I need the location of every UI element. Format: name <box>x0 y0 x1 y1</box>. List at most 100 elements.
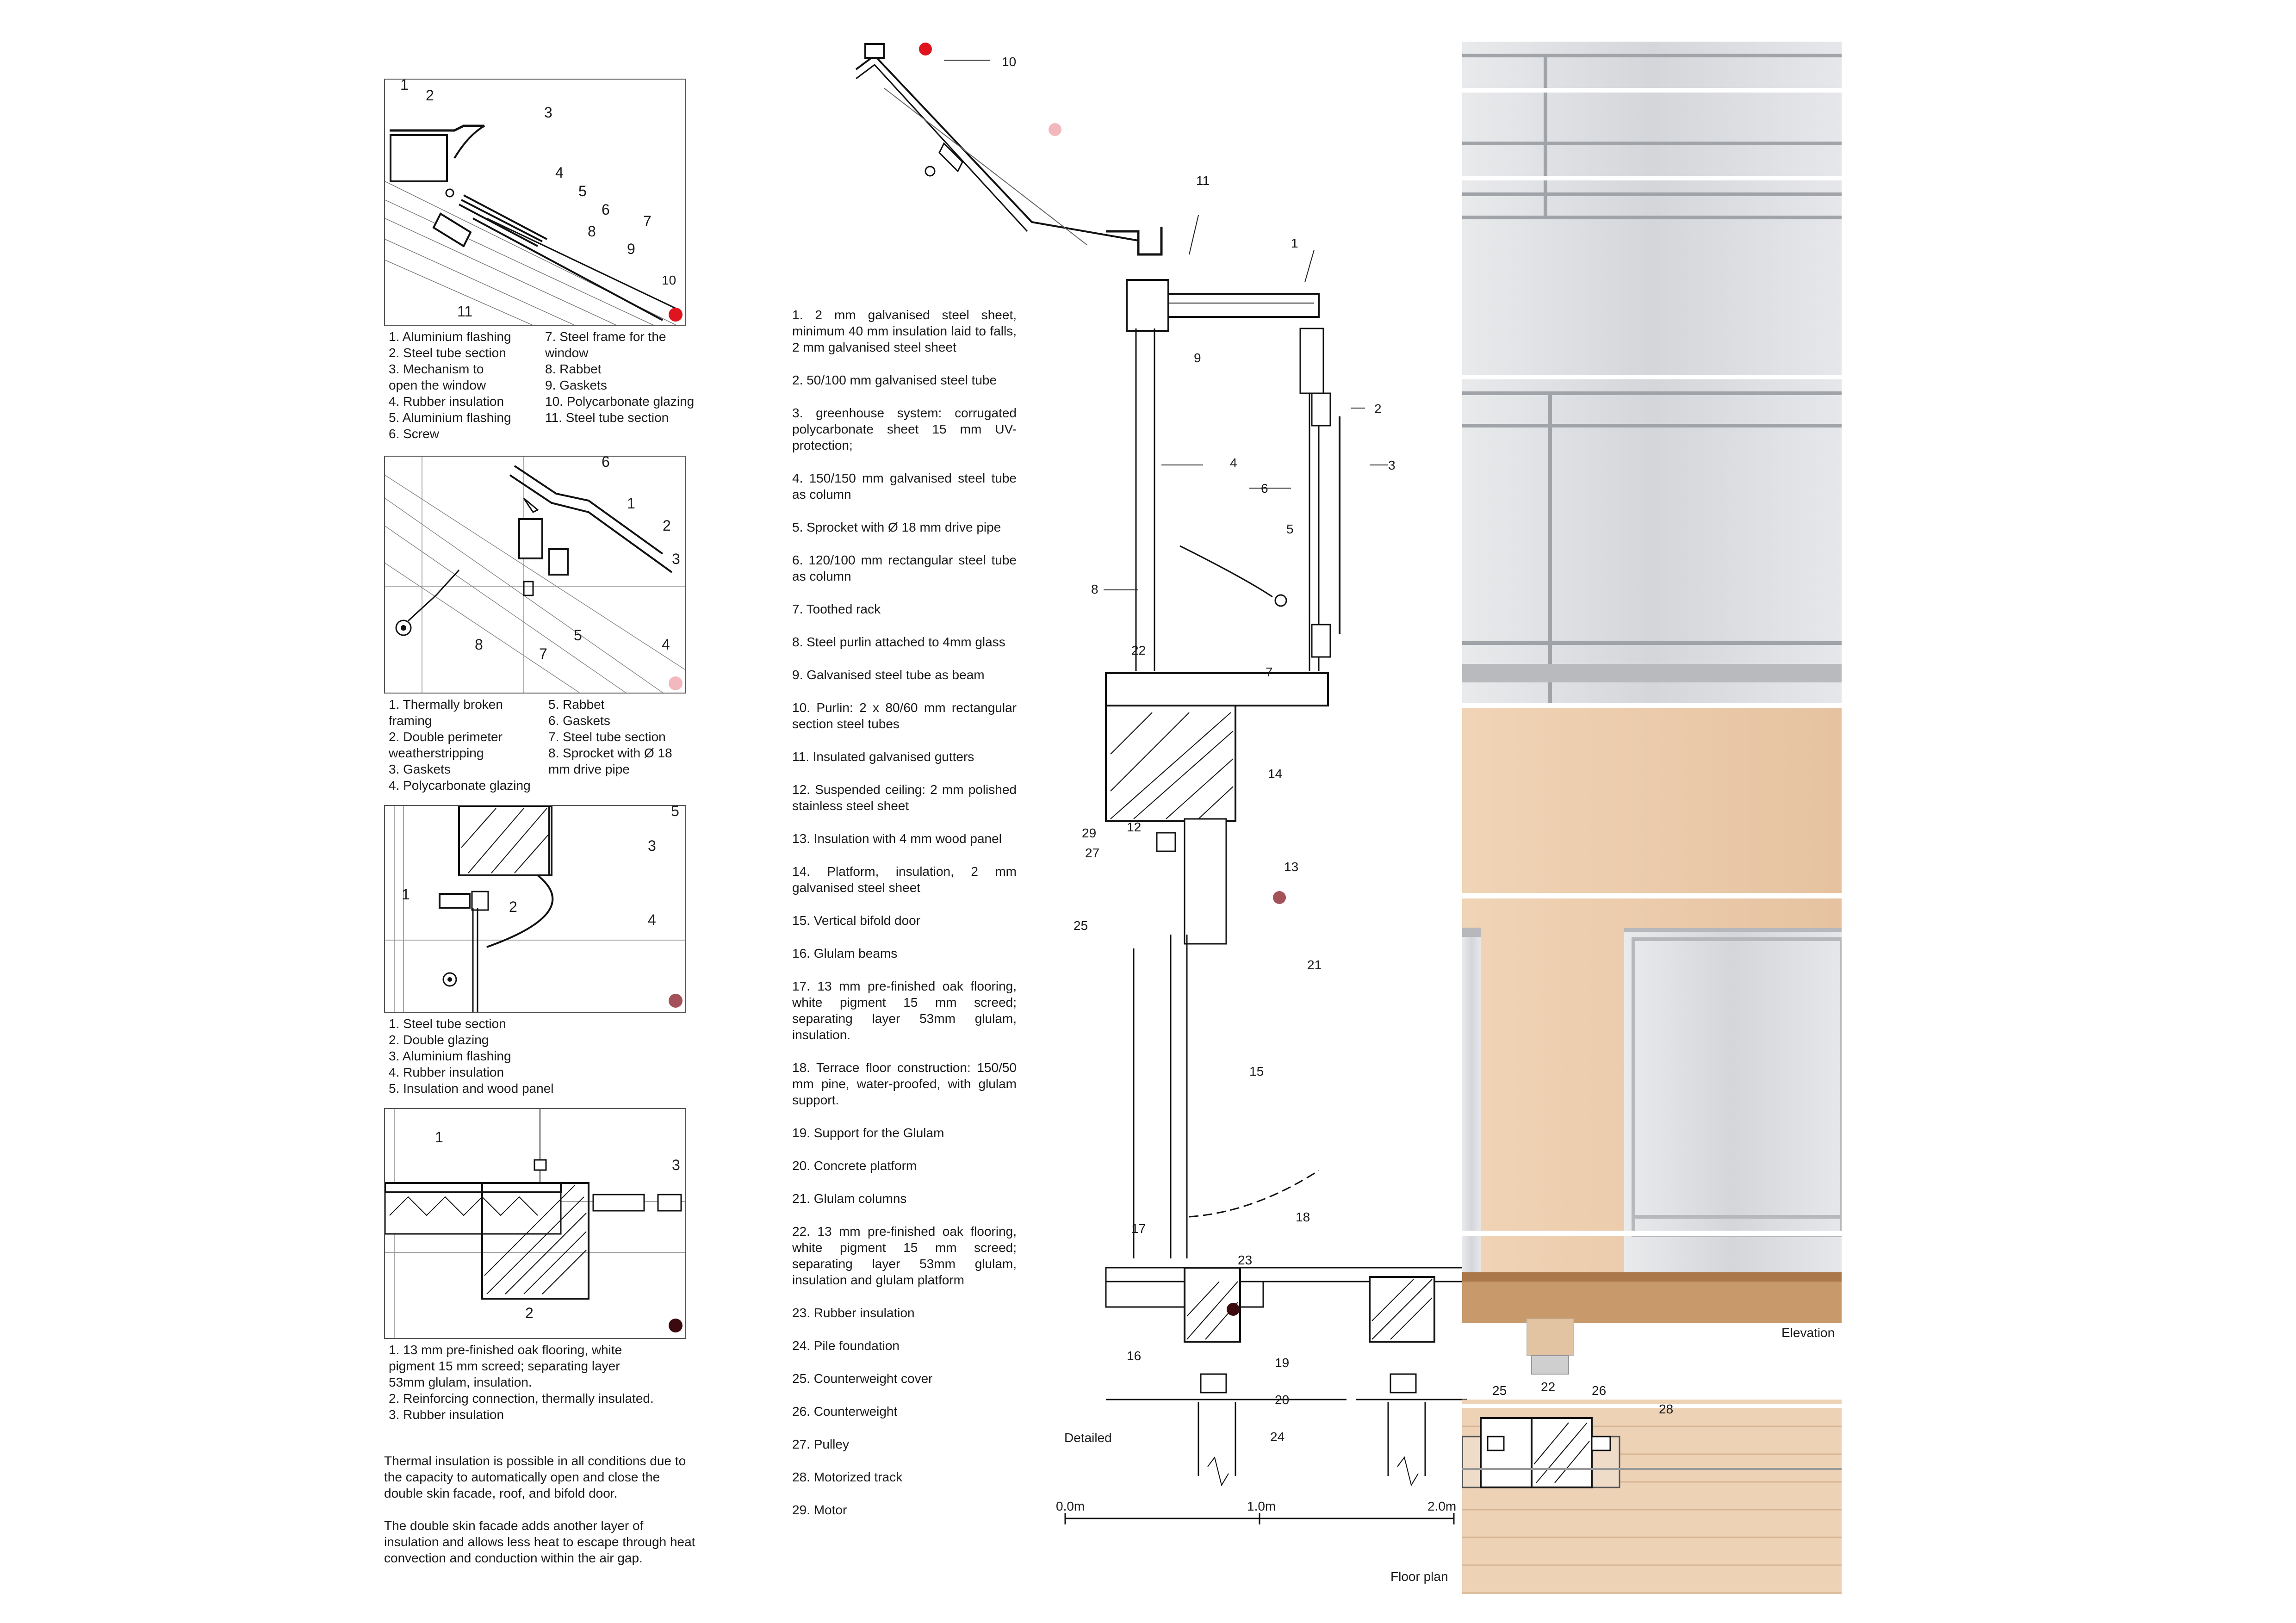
detail-3-num: 5 <box>671 803 679 819</box>
detail-3-drawing <box>384 805 686 1013</box>
legend-item: 1. 2 mm galvanised steel sheet, minimum … <box>792 308 1017 354</box>
detail-2-num: 6 <box>602 453 610 470</box>
elevation-svg <box>1462 42 1843 1323</box>
detail-1-legend-left: 1. Aluminium flashing 2. Steel tube sect… <box>389 328 511 442</box>
detail-4-drawing <box>384 1108 686 1339</box>
legend-line: 8. Sprocket with Ø 18 <box>548 746 672 760</box>
legend-line: 6. Gaskets <box>548 713 610 728</box>
scale-label-2: 2.0m <box>1427 1499 1457 1513</box>
legend-item: 13. Insulation with 4 mm wood panel <box>792 831 1002 846</box>
legend-line: 1. 13 mm pre-finished oak flooring, whit… <box>389 1343 622 1357</box>
plan-num: 22 <box>1541 1380 1556 1394</box>
legend-line: 2. Double perimeter <box>389 730 503 744</box>
elevation-pier <box>1527 1319 1574 1375</box>
detail-2-num: 7 <box>539 645 547 662</box>
section-label-detailed: Detailed <box>1064 1431 1112 1445</box>
legend-item: 17. 13 mm pre-finished oak flooring, whi… <box>792 979 1017 1042</box>
section-num: 13 <box>1284 860 1299 874</box>
plan-num: 25 <box>1492 1383 1507 1398</box>
scale-label-0: 0.0m <box>1056 1499 1085 1513</box>
detail-4-num: 3 <box>672 1157 680 1173</box>
note-double-skin: The double skin facade adds another laye… <box>384 1518 695 1565</box>
detail-1-num: 8 <box>588 223 596 240</box>
detail-3-num: 3 <box>648 837 656 854</box>
legend-item: 27. Pulley <box>792 1437 849 1451</box>
section-num: 21 <box>1307 958 1322 972</box>
plan-num: 28 <box>1659 1402 1674 1416</box>
section-num: 24 <box>1270 1430 1285 1444</box>
legend-line: 8. Rabbet <box>545 362 602 376</box>
detail-1-num: 7 <box>643 213 652 229</box>
legend-line: 3. Gaskets <box>389 762 451 776</box>
detail-2-marker-dot <box>669 676 683 690</box>
section-num: 27 <box>1085 846 1100 860</box>
detail-1-num: 1 <box>400 76 409 93</box>
detail-2-num: 2 <box>663 517 671 534</box>
legend-item: 15. Vertical bifold door <box>792 913 921 928</box>
elevation-panel <box>1462 42 1843 1328</box>
detail-1-num: 9 <box>627 241 635 257</box>
legend-item: 7. Toothed rack <box>792 602 881 616</box>
detail-1-num: 3 <box>544 104 552 121</box>
legend-item: 8. Steel purlin attached to 4mm glass <box>792 635 1005 649</box>
section-num: 1 <box>1291 236 1298 250</box>
legend-line: window <box>545 346 589 360</box>
detail-2-num: 1 <box>627 495 635 512</box>
section-num: 18 <box>1296 1210 1310 1224</box>
section-num: 11 <box>1196 173 1210 188</box>
legend-line: 1. Steel tube section <box>389 1016 506 1031</box>
detail-3-svg <box>385 805 685 1012</box>
detail-3-num: 1 <box>402 886 410 903</box>
legend-item: 10. Purlin: 2 x 80/60 mm rectangular sec… <box>792 700 1017 731</box>
section-num: 20 <box>1275 1393 1290 1407</box>
section-num: 12 <box>1127 820 1142 834</box>
detail-1-num: 5 <box>578 183 587 199</box>
detail-1-num: 6 <box>602 201 610 218</box>
legend-line: 4. Rubber insulation <box>389 1065 504 1079</box>
legend-line: 11. Steel tube section <box>545 410 669 425</box>
legend-item: 19. Support for the Glulam <box>792 1126 944 1140</box>
section-num: 15 <box>1249 1064 1264 1078</box>
detail-3-marker-dot <box>669 994 683 1008</box>
section-num: 7 <box>1266 665 1273 679</box>
section-num: 29 <box>1082 826 1097 840</box>
section-num: 2 <box>1374 402 1382 416</box>
detail-4-legend: 1. 13 mm pre-finished oak flooring, whit… <box>389 1342 654 1423</box>
detail-4-num: 2 <box>525 1305 534 1321</box>
legend-line: 2. Reinforcing connection, thermally ins… <box>389 1391 654 1406</box>
legend-line: 53mm glulam, insulation. <box>389 1375 532 1389</box>
legend-item: 16. Glulam beams <box>792 946 898 960</box>
legend-line: open the window <box>389 378 486 392</box>
scale-label-1: 1.0m <box>1247 1499 1276 1513</box>
legend-line: 5. Insulation and wood panel <box>389 1081 554 1096</box>
legend-line: 5. Rabbet <box>548 697 605 712</box>
section-num: 25 <box>1074 918 1088 933</box>
legend-item: 21. Glulam columns <box>792 1191 907 1206</box>
legend-line: pigment 15 mm screed; separating layer <box>389 1359 620 1373</box>
detail-2-num: 8 <box>475 636 483 653</box>
section-marker-dot <box>1227 1303 1240 1316</box>
legend-line: 4. Rubber insulation <box>389 394 504 409</box>
detail-1-num: 2 <box>426 87 434 104</box>
detail-3-legend: 1. Steel tube section 2. Double glazing … <box>389 1016 554 1096</box>
legend-line: 4. Polycarbonate glazing <box>389 778 531 793</box>
section-marker-dot <box>1049 123 1061 136</box>
section-drawing <box>855 43 1471 1524</box>
legend-line: 3. Mechanism to <box>389 362 484 376</box>
detail-2-svg <box>385 457 685 693</box>
legend-line: weatherstripping <box>389 746 484 760</box>
section-num: 22 <box>1131 643 1146 657</box>
legend-item: 29. Motor <box>792 1503 847 1517</box>
legend-item: 9. Galvanised steel tube as beam <box>792 668 985 682</box>
detail-4-marker-dot <box>669 1319 683 1332</box>
note-thermal: Thermal insulation is possible in all co… <box>384 1454 686 1500</box>
section-num: 14 <box>1268 767 1283 781</box>
detail-3-num: 4 <box>648 911 656 928</box>
section-num: 16 <box>1127 1349 1142 1363</box>
section-num: 5 <box>1286 522 1294 536</box>
detail-2-legend-right: 5. Rabbet 6. Gaskets 7. Steel tube secti… <box>548 696 672 777</box>
legend-item: 28. Motorized track <box>792 1470 903 1484</box>
section-num: 10 <box>1002 55 1017 69</box>
legend-item: 12. Suspended ceiling: 2 mm polished sta… <box>792 782 1017 813</box>
legend-item: 22. 13 mm pre-finished oak flooring, whi… <box>792 1224 1017 1287</box>
